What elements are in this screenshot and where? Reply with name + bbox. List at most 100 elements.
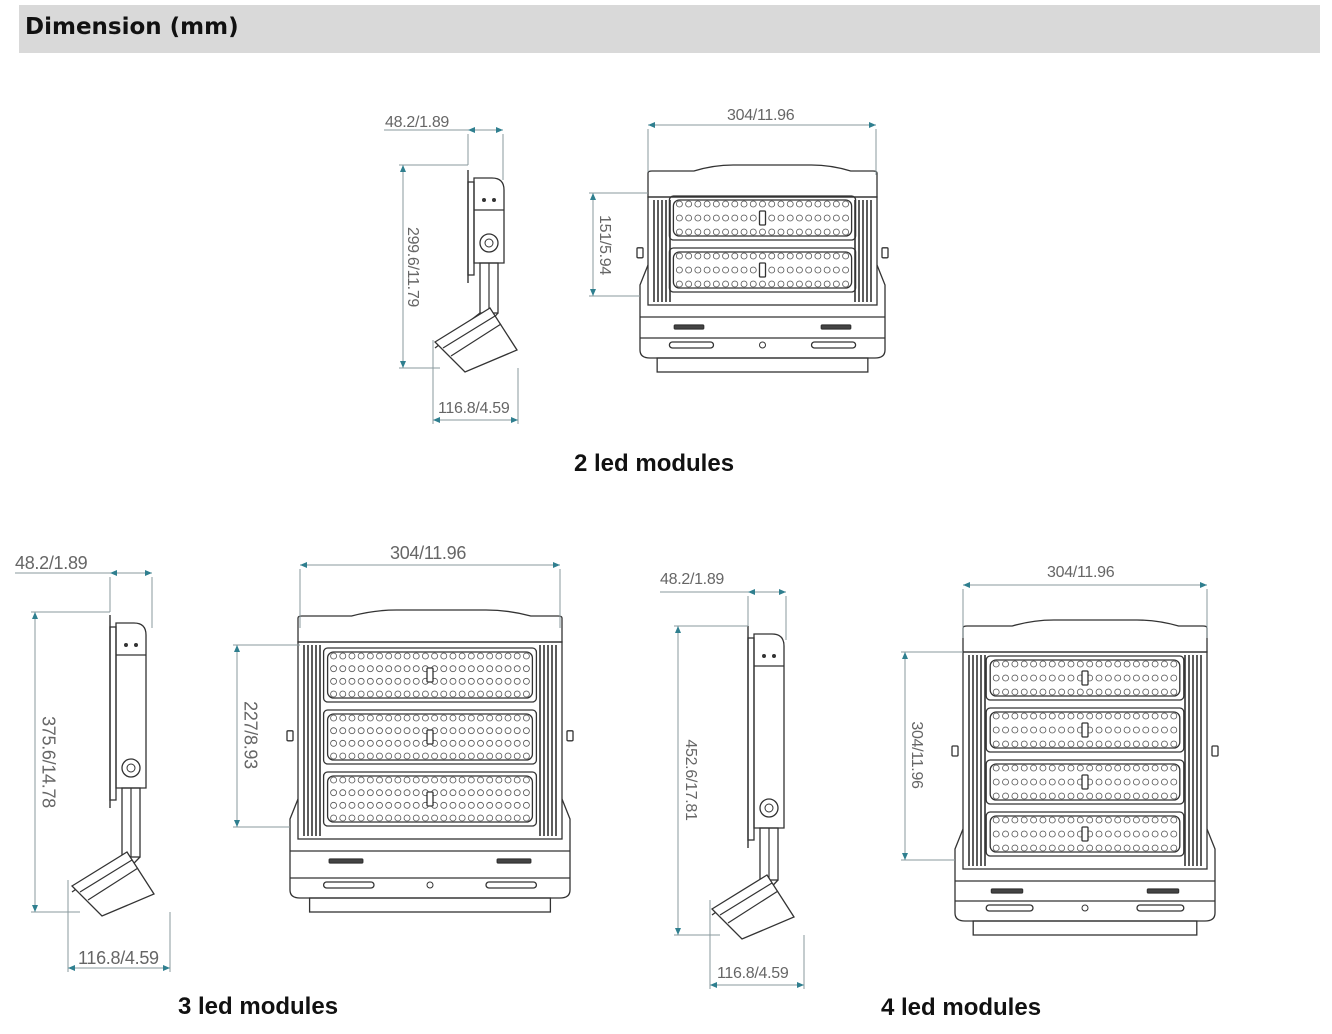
led-chip	[740, 252, 748, 260]
led-chip	[1161, 688, 1168, 696]
led-chip	[1123, 740, 1131, 748]
tilt-knob	[951, 745, 959, 757]
led-chip	[1002, 816, 1009, 824]
led-chip	[523, 801, 530, 809]
led-chip	[467, 677, 475, 685]
led-chip	[1161, 740, 1168, 748]
led-chip	[777, 214, 785, 222]
dimension-arrow	[400, 165, 406, 172]
led-chip	[366, 752, 374, 760]
led-chip	[1067, 726, 1075, 734]
led-chip	[992, 740, 1000, 748]
led-chip	[348, 776, 356, 784]
led-chip	[330, 801, 338, 809]
led-chip	[768, 228, 776, 236]
dimension-arrow	[300, 562, 307, 568]
led-chip	[523, 690, 530, 698]
led-chip	[467, 814, 475, 822]
led-chip	[376, 739, 383, 747]
led-chip	[376, 677, 383, 685]
led-chip	[832, 280, 840, 288]
led-chip	[412, 814, 420, 822]
mounting-bracket	[954, 828, 1216, 922]
led-chip	[458, 752, 466, 760]
led-chip	[412, 776, 420, 784]
housing-body	[962, 651, 1208, 870]
led-chip	[1058, 726, 1066, 734]
led-chip	[1002, 764, 1009, 772]
led-chip	[1058, 792, 1066, 800]
led-chip	[1048, 726, 1056, 734]
led-chip	[366, 739, 374, 747]
led-chip	[1123, 778, 1131, 786]
led-chip	[513, 752, 521, 760]
led-chip	[486, 789, 494, 797]
led-chip	[1114, 778, 1122, 786]
module-connector	[1081, 670, 1089, 686]
led-chip	[1123, 792, 1131, 800]
led-chip	[1133, 660, 1140, 668]
led-chip	[504, 752, 512, 760]
led-chip	[376, 727, 383, 735]
led-chip	[385, 690, 393, 698]
led-chip	[1123, 688, 1131, 696]
led-chip	[1114, 792, 1122, 800]
led-chip	[458, 665, 466, 673]
dimension-arrow	[110, 570, 117, 576]
led-chip	[394, 690, 402, 698]
led-chip	[685, 280, 693, 288]
bracket-slot	[485, 881, 538, 889]
led-chip	[685, 200, 693, 208]
led-chip	[722, 280, 729, 288]
led-chip	[366, 652, 374, 660]
led-chip	[366, 789, 374, 797]
led-chip	[749, 214, 757, 222]
led-chip	[1011, 764, 1019, 772]
led-chip	[786, 228, 794, 236]
led-chip	[1067, 712, 1075, 720]
led-chip	[1095, 712, 1103, 720]
led-chip	[749, 280, 757, 288]
led-chip	[385, 752, 393, 760]
led-chip	[467, 665, 475, 673]
led-chip	[1039, 816, 1047, 824]
led-chip	[832, 266, 840, 274]
led-module-lens	[989, 711, 1181, 749]
led-chip	[703, 266, 711, 274]
bracket-slot	[820, 324, 852, 330]
led-chip	[477, 665, 484, 673]
led-chip	[992, 712, 1000, 720]
led-chip	[1123, 674, 1131, 682]
led-chip	[394, 776, 402, 784]
front-module-height-label-3: 227/8.93	[240, 701, 261, 769]
led-chip	[440, 801, 448, 809]
tilt-knob	[566, 730, 574, 742]
led-chip	[440, 665, 448, 673]
led-chip	[1020, 792, 1028, 800]
side-view-3-pivot	[121, 758, 141, 778]
led-chip	[1030, 764, 1037, 772]
led-chip	[523, 714, 530, 722]
led-chip	[449, 752, 457, 760]
led-chip	[786, 252, 794, 260]
led-chip	[1058, 830, 1066, 838]
led-chip	[1095, 688, 1103, 696]
led-chip	[1104, 844, 1112, 852]
front-width-label-2: 304/11.96	[727, 107, 795, 124]
led-chip	[1170, 660, 1178, 668]
led-chip	[1133, 688, 1140, 696]
led-chip	[1039, 660, 1047, 668]
led-chip	[330, 776, 338, 784]
led-chip	[1030, 816, 1037, 824]
led-chip	[523, 739, 530, 747]
front-module-height-label-2: 151/5.94	[596, 215, 613, 275]
led-chip	[1067, 764, 1075, 772]
led-chip	[1076, 816, 1084, 824]
led-chip	[458, 677, 466, 685]
led-chip	[339, 727, 347, 735]
tilt-knob	[881, 247, 889, 259]
led-chip	[495, 714, 503, 722]
led-chip	[676, 228, 683, 236]
led-chip	[376, 814, 383, 822]
led-chip	[1151, 660, 1159, 668]
